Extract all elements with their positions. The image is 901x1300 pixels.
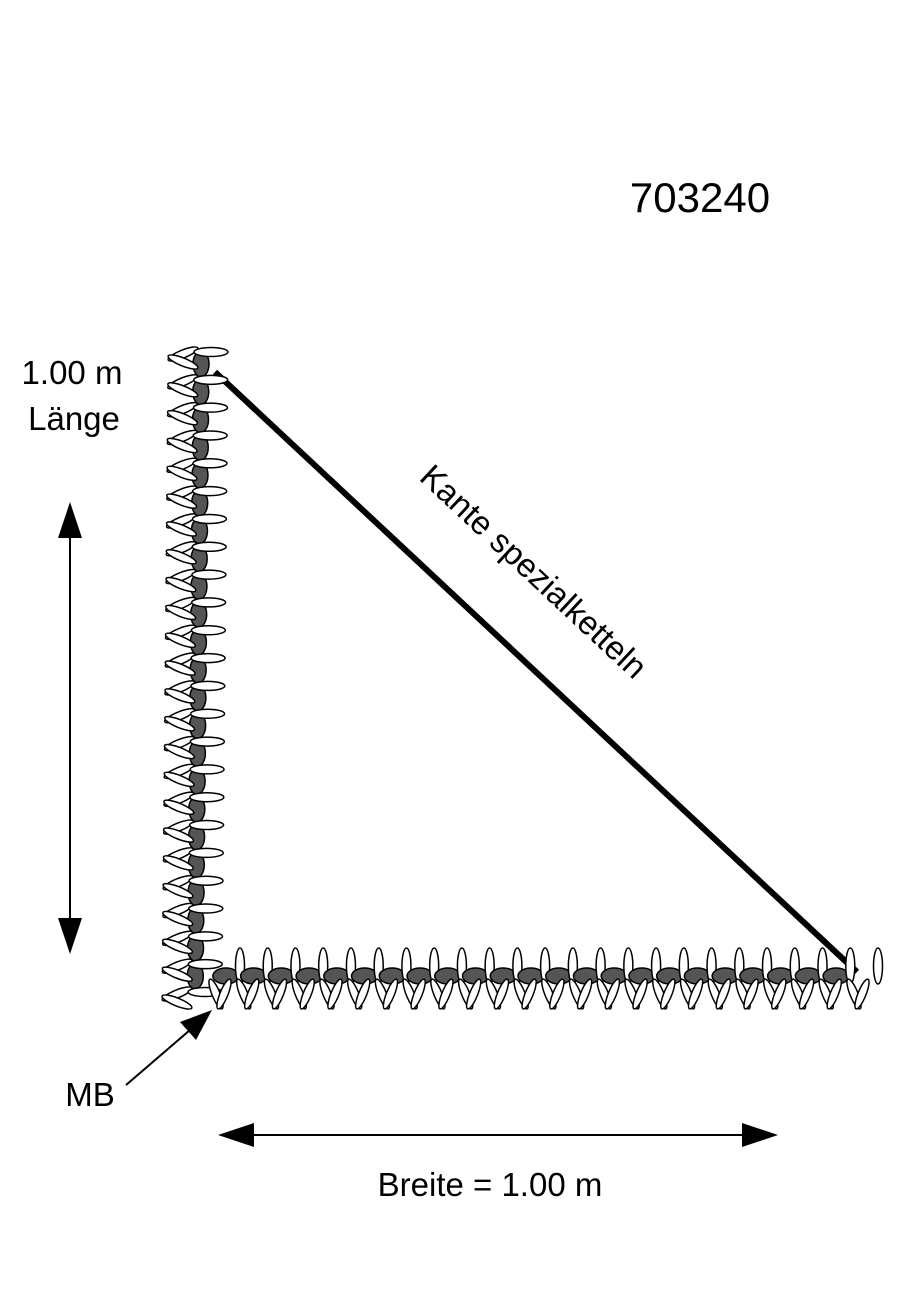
length-word-label: Länge	[28, 400, 120, 437]
stitch-leaf	[162, 882, 194, 899]
stitch-leaf	[161, 966, 193, 982]
stitch-oval	[188, 875, 224, 886]
stitch-leaf	[163, 799, 195, 816]
stitch-leaf	[164, 604, 197, 621]
stitch-leaf	[164, 632, 197, 649]
stitch-oval	[191, 569, 227, 580]
stitch-oval	[190, 680, 226, 692]
stitch-oval	[191, 513, 228, 525]
stitch-leaf	[162, 910, 194, 927]
stitch-leaf	[632, 978, 648, 1010]
stitch-oval	[192, 458, 228, 469]
corner-label: MB	[65, 1076, 115, 1113]
stitch-oval	[192, 374, 229, 386]
stitch-leaf	[161, 994, 193, 1010]
stitch-leaf	[604, 978, 621, 1010]
stitch-oval	[192, 402, 229, 413]
stitch-oval	[192, 430, 228, 441]
stitch-leaf	[167, 382, 199, 398]
stitch-leaf	[854, 978, 870, 1010]
stitch-oval	[187, 931, 224, 942]
stitch-leaf	[327, 978, 343, 1010]
stitch-oval	[189, 791, 225, 803]
stitch-leaf	[161, 938, 194, 955]
stitch-leaf	[743, 978, 759, 1010]
length-arrow	[58, 502, 82, 954]
stitch-oval	[189, 708, 226, 719]
stitch-oval	[190, 597, 227, 608]
stitch-oval	[187, 958, 224, 970]
corner-pointer-arrow	[125, 1010, 212, 1086]
stitch-leaf	[166, 437, 198, 454]
stitch-leaf	[164, 660, 196, 676]
stitch-leaf	[521, 978, 537, 1010]
stitch-leaf	[166, 493, 198, 509]
stitch-leaf	[166, 409, 199, 426]
stitch-oval	[188, 819, 225, 831]
stitch-leaf	[660, 978, 676, 1010]
stitch-leaf	[798, 978, 815, 1010]
stitch-oval	[190, 625, 227, 636]
stitch-leaf	[165, 521, 198, 537]
stitch-leaf	[410, 978, 426, 1010]
edge-label: Kante spezialketteln	[413, 457, 654, 685]
stitch-oval	[189, 736, 226, 747]
stitch-leaf	[826, 978, 843, 1010]
stitch-leaf	[382, 978, 399, 1010]
stitch-leaf	[576, 978, 593, 1010]
stitch-oval	[191, 485, 228, 497]
stitch-leaf	[493, 978, 510, 1010]
stitch-leaf	[163, 771, 195, 788]
stitch-leaf	[438, 978, 454, 1010]
figure-number: 703240	[630, 174, 770, 221]
stitch-leaf	[271, 978, 288, 1010]
stitch-leaf	[687, 978, 704, 1010]
horizontal-stitch-row	[208, 947, 884, 1010]
length-value-label: 1.00 m	[22, 354, 123, 391]
width-label: Breite = 1.00 m	[378, 1166, 603, 1203]
stitch-leaf	[165, 548, 197, 565]
stitch-leaf	[163, 715, 196, 732]
stitch-oval	[188, 903, 224, 914]
stitch-leaf	[770, 978, 787, 1010]
stitch-leaf	[299, 978, 316, 1010]
stitch-leaf	[162, 855, 194, 871]
stitch-leaf	[243, 978, 260, 1010]
diagonal-edge	[212, 369, 860, 975]
stitch-leaf	[166, 465, 198, 482]
stitch-leaf	[354, 978, 371, 1010]
stitch-leaf	[715, 978, 732, 1010]
stitch-leaf	[163, 743, 196, 760]
stitch-oval	[190, 652, 226, 664]
stitch-leaf	[549, 978, 565, 1010]
stitch-leaf	[216, 978, 232, 1010]
stitch-leaf	[165, 576, 197, 593]
stitch-oval	[845, 947, 856, 985]
stitch-oval	[189, 764, 225, 775]
stitch-leaf	[162, 827, 195, 843]
stitch-oval	[188, 847, 225, 859]
stitch-oval	[191, 541, 227, 553]
vertical-stitch-column	[161, 346, 229, 1010]
stitch-leaf	[164, 688, 196, 704]
stitch-leaf	[167, 354, 199, 370]
stitch-oval	[193, 346, 229, 358]
width-arrow	[218, 1123, 778, 1147]
stitch-oval	[872, 947, 884, 985]
stitch-leaf	[465, 978, 482, 1010]
